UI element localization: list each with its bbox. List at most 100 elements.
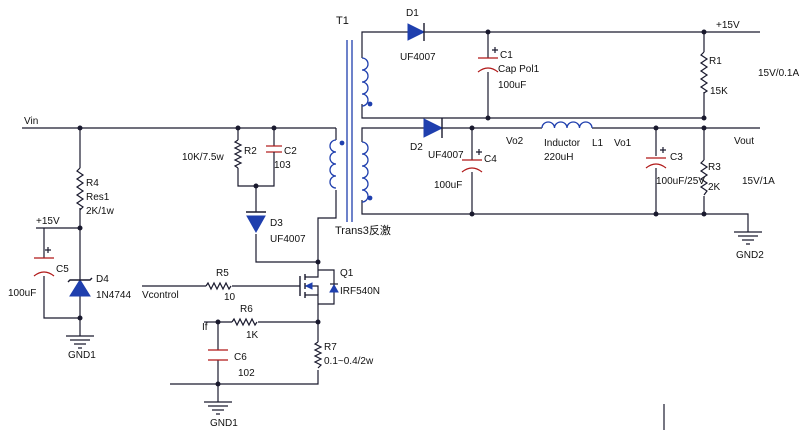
- c3-plus-sign: [660, 147, 666, 153]
- resistor-r3: R3 2K: [699, 159, 721, 196]
- primary-winding: [329, 139, 337, 189]
- inductor-l1: Inductor L1 220uH: [541, 121, 604, 163]
- resistor-r5-zigzag: [205, 281, 232, 291]
- r5-value-label: 10: [224, 292, 236, 303]
- l1-type-label: Inductor: [544, 138, 581, 149]
- t1-value-label: Trans3反激: [335, 223, 391, 237]
- inductor-l1-coil: [541, 121, 593, 129]
- gnd1-bottom-label: GND1: [210, 418, 238, 429]
- junction-dot: [271, 125, 277, 131]
- c2-value-label: 103: [274, 160, 291, 171]
- c4-plate-bottom: [461, 167, 483, 173]
- c1-type-label: Cap Pol1: [498, 64, 540, 75]
- capacitor-c3: C3 100uF/25V: [645, 147, 705, 187]
- diode-d2-symbol: [423, 118, 444, 138]
- diode-d2: D2 UF4007: [410, 118, 464, 161]
- wires: [22, 31, 760, 402]
- junction-dot: [315, 319, 321, 325]
- ground-symbol: [734, 231, 762, 245]
- c4-ref-label: C4: [484, 154, 497, 165]
- d2-ref-label: D2: [410, 142, 423, 153]
- vo1-label: Vo1: [614, 138, 632, 149]
- resistor-r2-zigzag: [233, 139, 243, 169]
- junction-dot: [701, 115, 707, 121]
- r4-value-label: 2K/1w: [86, 206, 115, 217]
- junction-dot: [77, 225, 83, 231]
- polarity-dot: [367, 101, 373, 107]
- polarity-dot: [339, 140, 345, 146]
- r6-ref-label: R6: [240, 304, 253, 315]
- vcontrol-label: Vcontrol: [142, 290, 179, 301]
- sec1-return-wire: [361, 104, 704, 119]
- snubber-rc-wire: [237, 128, 275, 187]
- d4-value-label: 1N4744: [96, 290, 131, 301]
- resistor-r6-zigzag: [231, 317, 258, 327]
- resistor-r3-zigzag: [699, 159, 709, 196]
- mosfet-q1: Q1 IRF540N: [299, 268, 380, 305]
- c5-value-label: 100uF: [8, 288, 36, 299]
- junction-dot: [215, 381, 221, 387]
- l1-value-label: 220uH: [544, 152, 573, 163]
- vout-label: Vout: [734, 136, 754, 147]
- c1-plus-sign: [492, 47, 498, 53]
- diode-d3-symbol: [246, 215, 266, 234]
- zener-d4: D4 1N4744: [67, 274, 131, 301]
- d3-to-drain-wire: [255, 234, 319, 270]
- r3-value-label: 2K: [708, 182, 721, 193]
- if-label: If: [202, 322, 208, 333]
- c6-value-label: 102: [238, 368, 255, 379]
- junction-dot: [469, 125, 475, 131]
- t1-ref-label: T1: [336, 15, 349, 27]
- r7-ref-label: R7: [324, 342, 337, 353]
- diode-d1: D1 UF4007: [400, 8, 436, 63]
- c5-ref-label: C5: [56, 264, 69, 275]
- junction-dot: [77, 125, 83, 131]
- r5-ref-label: R5: [216, 268, 229, 279]
- resistor-r5: R5 10: [205, 268, 236, 303]
- c4-plus-sign: [476, 149, 482, 155]
- junction-dot: [315, 259, 321, 265]
- ground-gnd1-left: GND1: [66, 332, 96, 361]
- polarity-dot: [367, 195, 373, 201]
- zener-d4-bar: [67, 277, 93, 283]
- sec1-top-wire: [361, 31, 408, 58]
- diode-d1-symbol: [407, 23, 426, 41]
- q1-ref-label: Q1: [340, 268, 354, 279]
- resistor-r1: R1 15K: [699, 51, 728, 97]
- net-labels: Vin Vout +15V +15V 15V/0.1A 15V/1A Vcont…: [24, 20, 799, 333]
- r3-ref-label: R3: [708, 162, 721, 173]
- vo2-label: Vo2: [506, 136, 524, 147]
- capacitor-c2: C2 103: [266, 145, 297, 171]
- d1-value-label: UF4007: [400, 52, 436, 63]
- r7-value-label: 0.1~0.4/2w: [324, 356, 374, 367]
- r4-type-label: Res1: [86, 192, 110, 203]
- d2-value-label: UF4007: [428, 150, 464, 161]
- c3-value-label: 100uF/25V: [656, 176, 705, 187]
- diode-d3: D3 UF4007: [246, 211, 306, 245]
- junction-dot: [77, 315, 83, 321]
- q1-value-label: IRF540N: [340, 286, 380, 297]
- resistor-r4-zigzag: [75, 167, 85, 211]
- q1-body-diode: [329, 283, 339, 293]
- plus15v-out-label: +15V: [716, 20, 740, 31]
- sec2-top-wire: [361, 127, 424, 142]
- d3-value-label: UF4007: [270, 234, 306, 245]
- d1-ref-label: D1: [406, 8, 419, 19]
- resistor-r6: R6 1K: [231, 304, 259, 341]
- junction-dot: [653, 125, 659, 131]
- secondary-winding-2: [361, 141, 369, 203]
- junction-dot: [701, 211, 707, 217]
- resistor-r4: R4 Res1 2K/1w: [75, 167, 115, 217]
- resistor-r7-zigzag: [313, 341, 323, 369]
- ground-symbol: [66, 332, 94, 349]
- r6-value-label: 1K: [246, 330, 259, 341]
- c6-ref-label: C6: [234, 352, 247, 363]
- junction-dot: [215, 319, 221, 325]
- zener-d4-symbol: [69, 279, 91, 297]
- resistor-r1-zigzag: [699, 51, 709, 94]
- secondary-winding-1: [361, 57, 369, 107]
- r2-value-label: 10K/7.5w: [182, 152, 224, 163]
- transformer-t1: T1 Trans3反激: [329, 15, 391, 237]
- c3-ref-label: C3: [670, 152, 683, 163]
- r2-ref-label: R2: [244, 146, 257, 157]
